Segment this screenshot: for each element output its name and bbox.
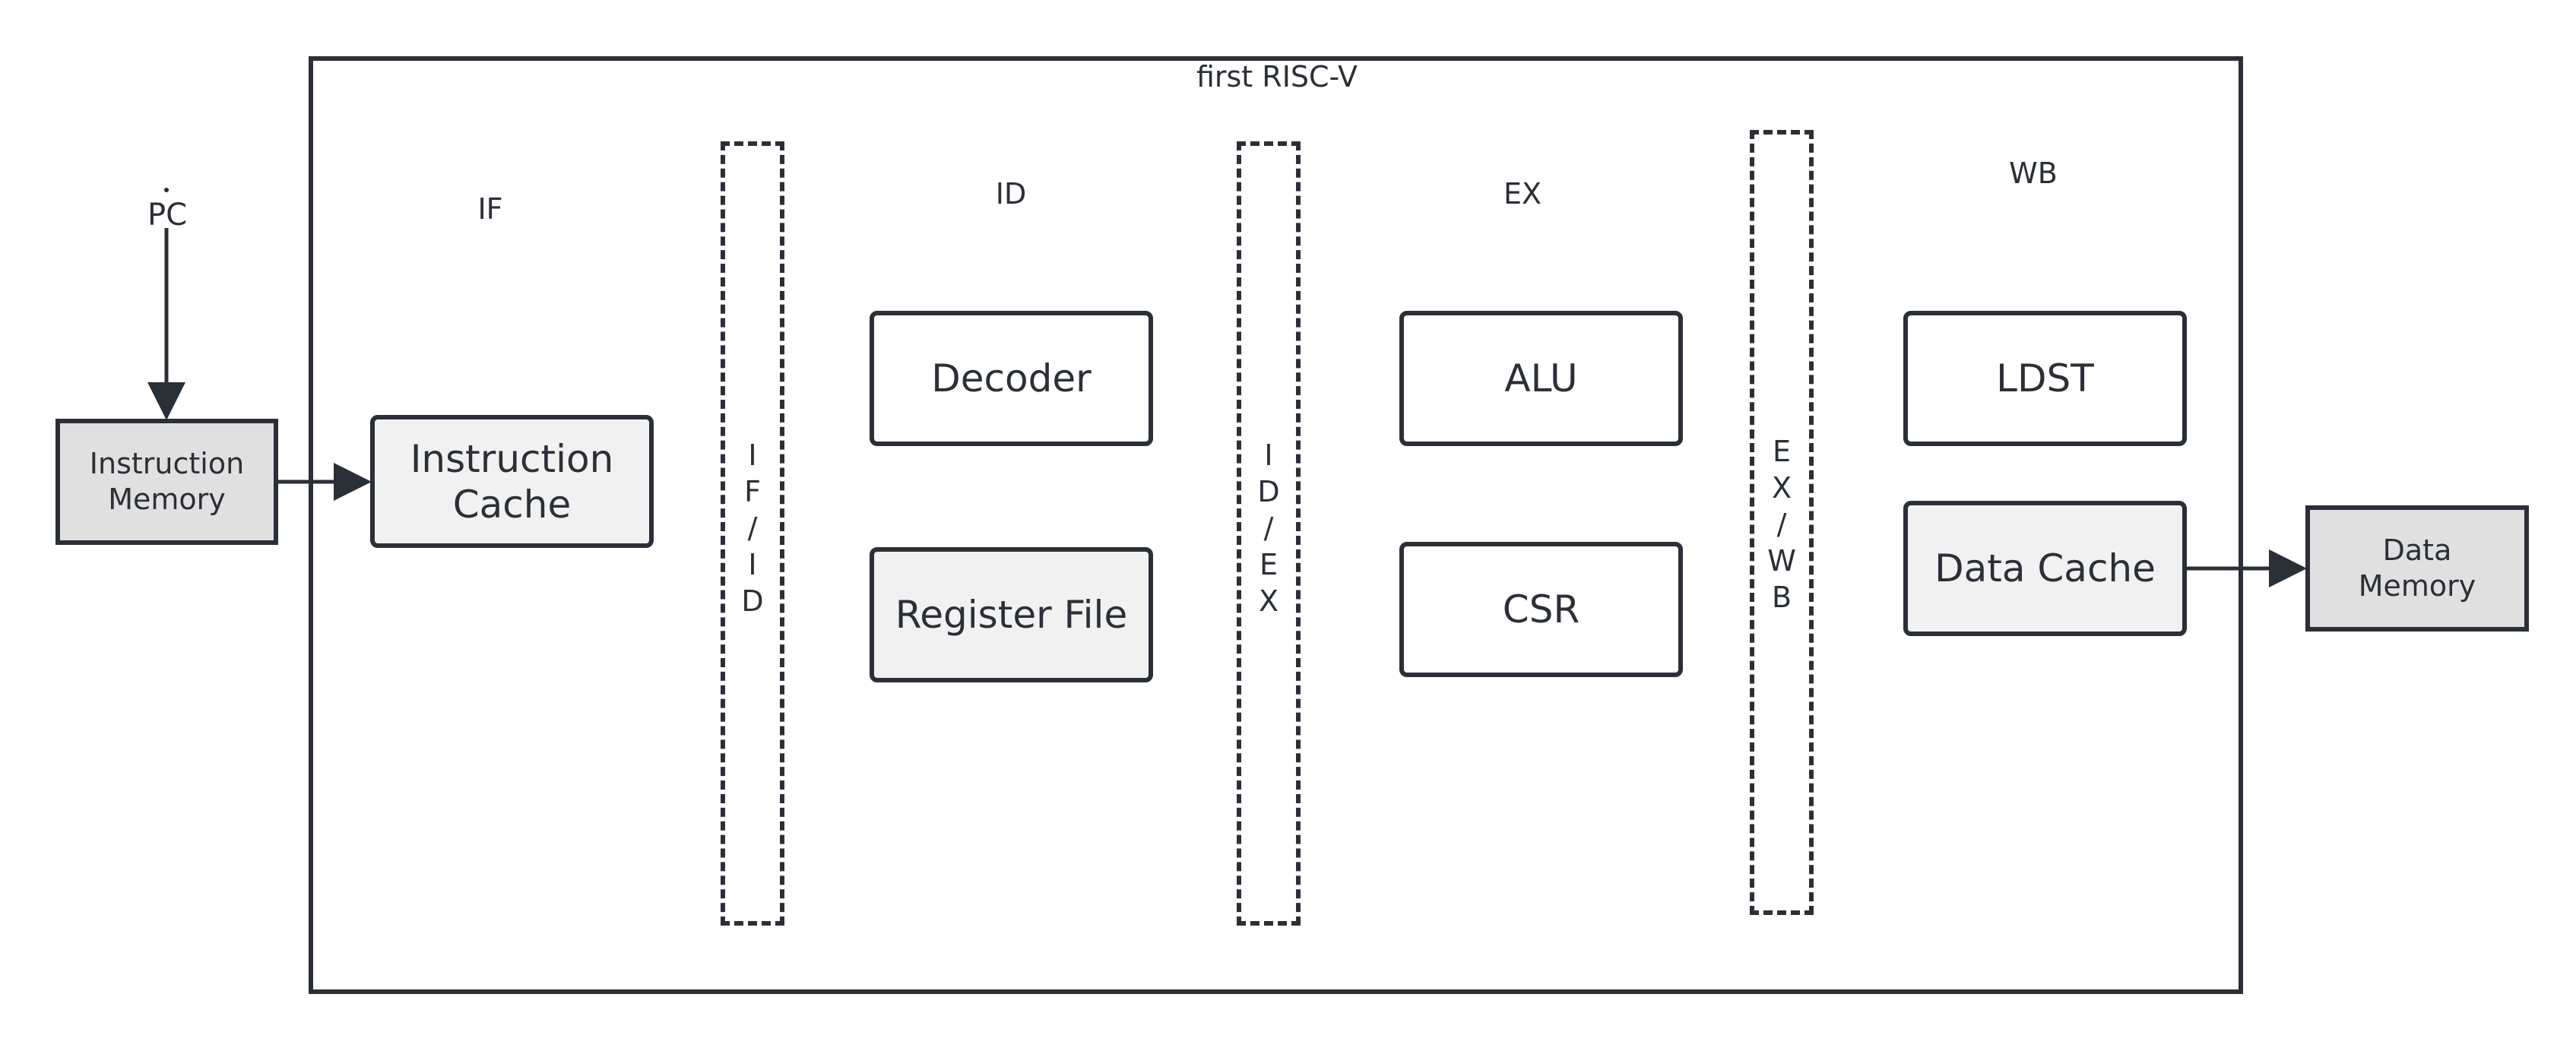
id-ex-label-char: I (1264, 438, 1273, 472)
if-id-label-char: I (748, 548, 757, 581)
decoder-label: Decoder (931, 356, 1092, 400)
alu-block: ALU (1399, 311, 1683, 446)
ex-wb-label-char: E (1772, 435, 1791, 468)
ex-wb-label-char: / (1776, 508, 1787, 541)
pc-dot (164, 188, 169, 192)
pc-label: PC (147, 198, 188, 233)
csr-label: CSR (1502, 587, 1580, 632)
id-ex-label-char: E (1259, 548, 1278, 581)
data-memory-label-line1: Data (2382, 533, 2452, 567)
stage-label-id: ID (995, 177, 1027, 211)
stage-label-ex: EX (1503, 177, 1542, 211)
data-cache-label: Data Cache (1934, 546, 2156, 590)
ex-wb-label-char: W (1767, 544, 1796, 578)
id-ex-label-char: / (1263, 511, 1274, 545)
alu-label: ALU (1504, 356, 1578, 400)
data-memory-label-line2: Memory (2358, 569, 2476, 603)
if-id-label-char: I (748, 438, 757, 472)
ex-wb-pipeline-register (1750, 130, 1814, 915)
if-id-pipeline-register (721, 141, 784, 926)
ldst-label: LDST (1996, 356, 2094, 400)
ex-wb-label-char: B (1771, 581, 1792, 614)
register-file-label: Register File (895, 593, 1128, 637)
ex-wb-label-char: X (1771, 471, 1792, 505)
if-id-label-char: D (741, 584, 764, 618)
id-ex-label-char: X (1258, 584, 1279, 618)
stage-label-if: IF (477, 192, 503, 226)
diagram-title: first RISC-V (1196, 60, 1358, 93)
csr-block: CSR (1399, 542, 1683, 677)
stage-label-wb: WB (2009, 157, 2058, 190)
if-id-label-char: F (744, 475, 761, 508)
ldst-block: LDST (1903, 311, 2187, 446)
data-cache-block: Data Cache (1903, 501, 2187, 636)
instruction-cache-label-line2: Cache (452, 482, 572, 527)
instruction-memory-block: Instruction Memory (55, 419, 278, 545)
instruction-cache-block: Instruction Cache (370, 415, 654, 548)
if-id-label-char: / (747, 511, 758, 545)
if-id-label: I F / I D (722, 437, 783, 619)
instruction-cache-label-line1: Instruction (410, 436, 614, 481)
data-memory-block: Data Memory (2305, 505, 2529, 632)
register-file-block: Register File (870, 547, 1153, 682)
decoder-block: Decoder (870, 311, 1153, 446)
ex-wb-label: E X / W B (1751, 433, 1812, 616)
instruction-memory-label-line1: Instruction (89, 446, 245, 480)
id-ex-pipeline-register (1237, 141, 1301, 926)
id-ex-label-char: D (1257, 475, 1280, 508)
instruction-memory-label-line2: Memory (108, 483, 226, 516)
id-ex-label: I D / E X (1238, 437, 1299, 619)
